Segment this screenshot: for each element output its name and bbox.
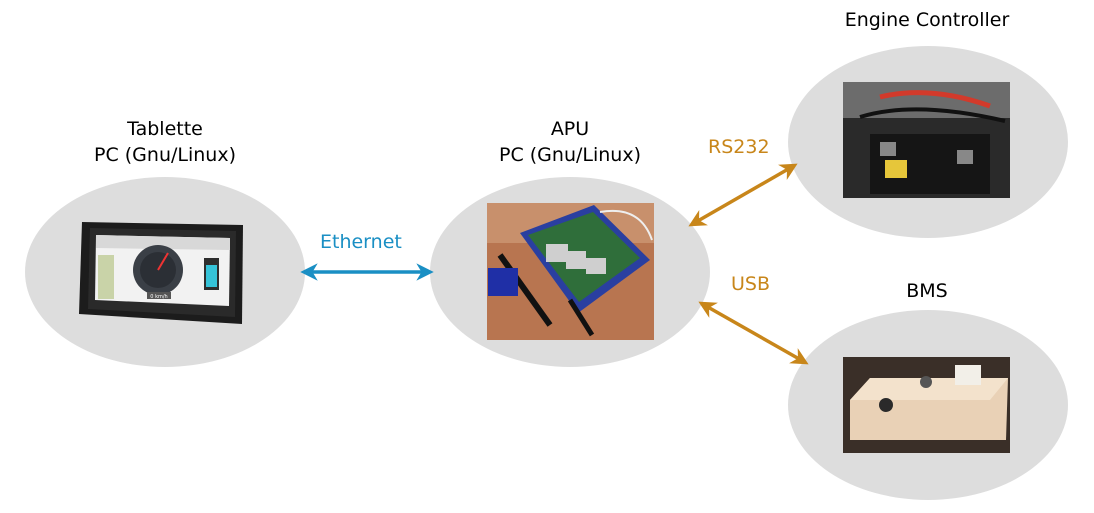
apu-node-label: APU PC (Gnu/Linux) <box>470 116 670 168</box>
rs232-label: RS232 <box>708 136 770 158</box>
bms-node-label: BMS <box>877 278 977 304</box>
tablet-title: Tablette <box>127 118 203 140</box>
rs232-link-arrow <box>688 163 798 227</box>
apu-photo <box>487 203 654 340</box>
usb-link-arrow <box>698 301 809 365</box>
bms-photo <box>843 357 1010 453</box>
engine-controller-photo <box>843 82 1010 198</box>
apu-subtitle: PC (Gnu/Linux) <box>499 144 641 166</box>
bms-title: BMS <box>906 280 948 302</box>
ethernet-label: Ethernet <box>320 231 402 253</box>
tablet-photo: 0 km/h <box>79 222 243 324</box>
tablet-speed-readout: 0 km/h <box>150 294 167 300</box>
tablet-subtitle: PC (Gnu/Linux) <box>94 144 236 166</box>
usb-label: USB <box>731 273 771 295</box>
engine-node-label: Engine Controller <box>817 7 1037 33</box>
apu-title: APU <box>550 118 590 140</box>
engine-title: Engine Controller <box>844 9 1010 31</box>
tablet-node-label: Tablette PC (Gnu/Linux) <box>65 116 265 168</box>
